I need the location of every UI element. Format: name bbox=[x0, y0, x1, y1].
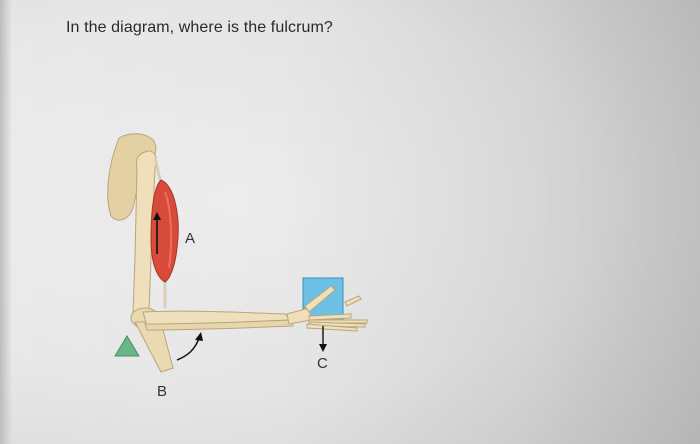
arrow-down-icon bbox=[319, 326, 327, 352]
label-b: B bbox=[157, 383, 167, 400]
biceps-muscle bbox=[150, 179, 179, 283]
biceps-tendon-top bbox=[153, 157, 163, 185]
lever-diagram: A B C bbox=[107, 133, 368, 400]
curved-arrow-icon bbox=[176, 332, 203, 361]
question-text: In the diagram, where is the fulcrum? bbox=[66, 19, 333, 36]
forearm-bone-lower bbox=[144, 319, 294, 331]
arrow-up-icon bbox=[153, 212, 161, 254]
label-c: C bbox=[317, 355, 328, 372]
screen-edge bbox=[0, 0, 12, 444]
fulcrum-triangle-icon bbox=[114, 335, 140, 357]
hand-bones bbox=[286, 285, 368, 332]
biceps-highlight bbox=[164, 191, 173, 269]
label-a: A bbox=[185, 230, 195, 247]
